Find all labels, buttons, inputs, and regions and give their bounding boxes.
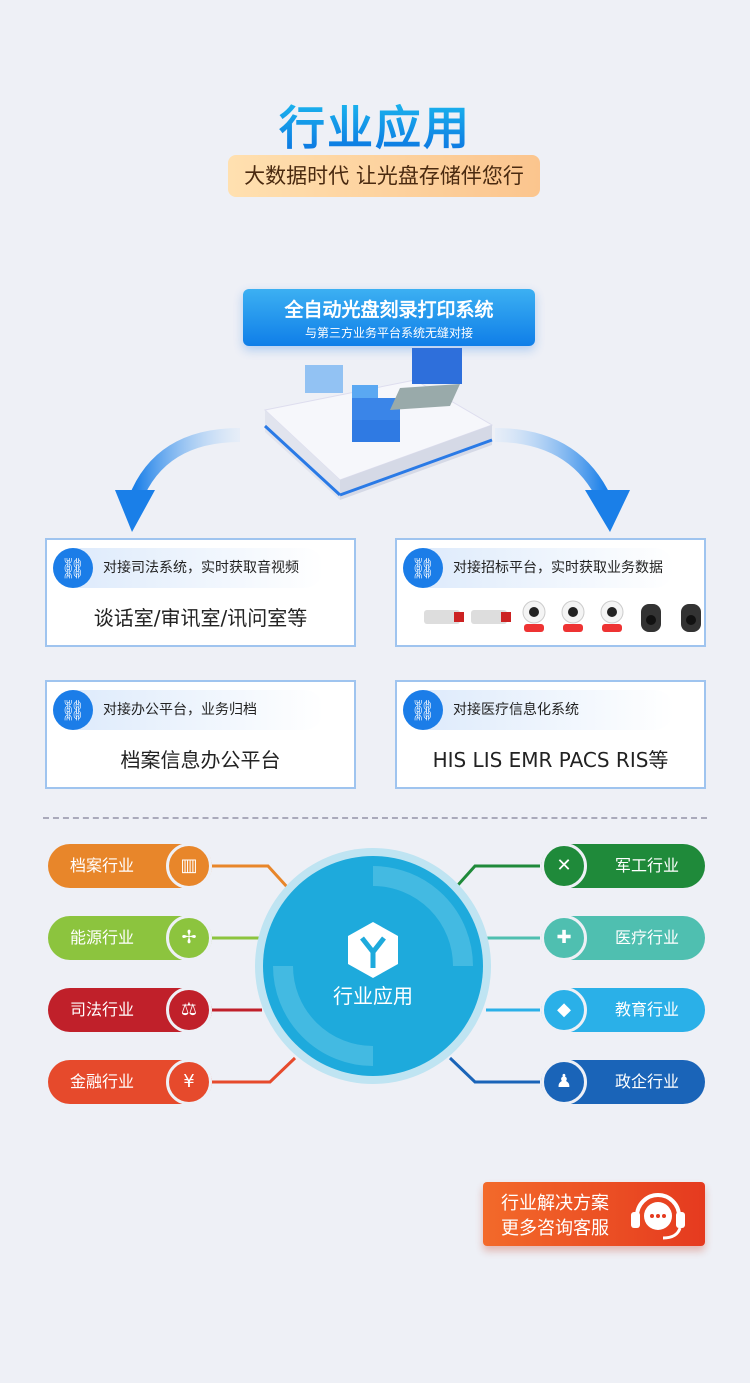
arrow-left-icon xyxy=(128,428,241,503)
hub-connectors xyxy=(210,848,540,1084)
medical-kit-icon: ✚ xyxy=(541,915,587,961)
divider xyxy=(43,817,707,819)
industry-label: 司法行业 xyxy=(70,1000,135,1019)
link-icon: ⛓ xyxy=(403,690,443,730)
archive-icon: ▥ xyxy=(166,843,212,889)
ptz-camera-icon xyxy=(641,604,662,632)
card-heading: 对接办公平台，业务归档 xyxy=(103,702,257,718)
dome-camera-icon xyxy=(561,600,585,632)
cta-line1: 行业解决方案 xyxy=(501,1193,609,1214)
platform-illustration xyxy=(115,348,630,532)
wind-turbine-icon: ✢ xyxy=(166,915,212,961)
page-subtitle: 大数据时代 让光盘存储伴您行 xyxy=(228,155,540,197)
industry-judicial[interactable]: 司法行业 ⚖ xyxy=(48,987,212,1033)
system-banner: 全自动光盘刻录打印系统 与第三方业务平台系统无缝对接 xyxy=(243,289,535,346)
industry-label: 档案行业 xyxy=(70,856,135,875)
card-heading: 对接司法系统，实时获取音视频 xyxy=(103,560,299,576)
dome-camera-icon xyxy=(522,600,546,632)
link-icon: ⛓ xyxy=(403,548,443,588)
military-icon: ✕ xyxy=(541,843,587,889)
link-icon: ⛓ xyxy=(53,548,93,588)
industry-label: 金融行业 xyxy=(70,1072,135,1091)
graduation-cap-icon: ◆ xyxy=(541,987,587,1033)
cta-line2: 更多咨询客服 xyxy=(501,1218,609,1239)
dome-camera-icon xyxy=(600,600,624,632)
industry-label: 军工行业 xyxy=(614,856,679,875)
industry-medical[interactable]: ✚ 医疗行业 xyxy=(541,915,705,961)
industry-label: 政企行业 xyxy=(614,1072,679,1091)
bullet-camera-icon xyxy=(471,610,512,624)
industry-government[interactable]: ♟ 政企行业 xyxy=(541,1059,705,1105)
yuan-icon: ¥ xyxy=(166,1059,212,1105)
card-bidding: ⛓ 对接招标平台，实时获取业务数据 xyxy=(395,538,706,647)
camera-images xyxy=(423,598,708,638)
card-body: 谈话室/审讯室/讯问室等 xyxy=(93,606,308,630)
card-medical: ⛓ 对接医疗信息化系统 HIS LIS EMR PACS RIS等 xyxy=(395,680,706,789)
customer-service-icon xyxy=(631,1193,685,1240)
card-heading: 对接招标平台，实时获取业务数据 xyxy=(453,560,663,576)
industry-finance[interactable]: 金融行业 ¥ xyxy=(48,1059,212,1105)
system-subtitle: 与第三方业务平台系统无缝对接 xyxy=(304,326,473,340)
industry-label: 教育行业 xyxy=(614,1000,679,1019)
industry-military[interactable]: ✕ 军工行业 xyxy=(541,843,705,889)
consult-service-button[interactable]: 行业解决方案 更多咨询客服 xyxy=(483,1182,705,1246)
industry-energy[interactable]: 能源行业 ✢ xyxy=(48,915,212,961)
card-body: HIS LIS EMR PACS RIS等 xyxy=(432,748,669,772)
card-office: ⛓ 对接办公平台，业务归档 档案信息办公平台 xyxy=(45,680,356,789)
industry-education[interactable]: ◆ 教育行业 xyxy=(541,987,705,1033)
link-icon: ⛓ xyxy=(53,690,93,730)
system-title: 全自动光盘刻录打印系统 xyxy=(284,299,494,321)
page-title: 行业应用 xyxy=(0,92,750,158)
industry-label: 医疗行业 xyxy=(614,928,679,947)
hub-label: 行业应用 xyxy=(333,984,413,1008)
card-body: 档案信息办公平台 xyxy=(120,748,281,772)
gavel-icon: ⚖ xyxy=(166,987,212,1033)
card-judicial: ⛓ 对接司法系统，实时获取音视频 谈话室/审讯室/讯问室等 xyxy=(45,538,356,647)
arrow-right-icon xyxy=(494,428,612,504)
bullet-camera-icon xyxy=(424,610,464,624)
industry-label: 能源行业 xyxy=(70,928,135,947)
government-icon: ♟ xyxy=(541,1059,587,1105)
ptz-camera-icon xyxy=(680,604,701,632)
card-heading: 对接医疗信息化系统 xyxy=(453,702,579,718)
industry-archive[interactable]: 档案行业 ▥ xyxy=(48,843,212,889)
